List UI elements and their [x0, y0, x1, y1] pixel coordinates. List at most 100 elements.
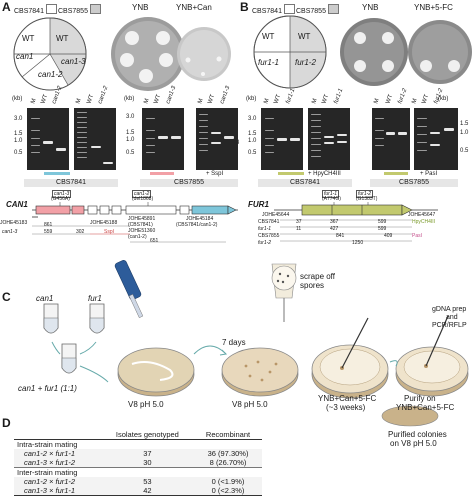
- legend-swatch-grey-b: [327, 4, 339, 14]
- tube-label-can1: can1: [36, 294, 54, 303]
- cell-isolates: 30: [143, 458, 152, 467]
- tube-can1: [43, 303, 59, 334]
- frag-559: 559: [44, 229, 53, 235]
- dish-purified: [381, 405, 439, 427]
- fur-row-0-n2: 367: [330, 219, 339, 225]
- gel-b1: [261, 108, 303, 170]
- scrape-label-2: spores: [300, 281, 325, 290]
- ladder-a1-0: 3.0: [14, 116, 23, 122]
- pie-b-fur11: fur1-1: [258, 58, 279, 67]
- strain-color-cbs7855-a: [150, 172, 174, 175]
- lane-b1-wt: WT: [273, 93, 283, 105]
- cross-name: can1-2 × fur1-2: [24, 477, 76, 486]
- fur-row-0-n1: 37: [296, 219, 302, 225]
- strain-bar-cbs7855-b: CBS7855: [370, 179, 458, 187]
- ladder-a3-1: 1.5: [126, 130, 135, 136]
- dish-v8-2: [221, 347, 299, 397]
- primer-johe45891-note: (CBS7841): [128, 222, 153, 228]
- mut-can12-detail: (del1868): [132, 196, 154, 202]
- plate-ynbcan: [177, 27, 231, 81]
- plate-label-ynbcan: YNB+Can: [176, 3, 212, 12]
- pie-label-can13: can1-3: [61, 57, 86, 66]
- scrape-label-1: scrape off: [300, 272, 335, 281]
- lane-wt-a3: WT: [153, 93, 163, 105]
- legend-swatch-white-b: [283, 4, 295, 14]
- th-isolates: Isolates genotyped: [115, 430, 179, 439]
- ladder-a1-1: 1.5: [14, 131, 23, 137]
- legend-cbs7855-a: CBS7855: [58, 4, 101, 16]
- dish-label-v8-2: V8 pH 5.0: [232, 400, 268, 409]
- cell-recombinant: 0 (<2.3%): [211, 486, 245, 495]
- fur-row-2-n2: 841: [336, 233, 345, 239]
- strain-bar-cbs7841-a: CBS7841: [24, 179, 118, 187]
- fur-row-1-name: fur1-1: [258, 226, 272, 232]
- workflow-diagram: [43, 260, 469, 427]
- dish-label-3a: YNB+Can+5-FC: [318, 394, 377, 403]
- frag-can13: can1-3: [2, 229, 18, 235]
- tube-mix: [61, 343, 77, 374]
- gel-a1: [27, 108, 69, 170]
- gel-a4: [196, 108, 238, 170]
- pipette-icon: [114, 260, 144, 318]
- cross-name: can1-2 × fur1-1: [24, 449, 76, 458]
- ladder-b4-1: 1.0: [460, 130, 469, 136]
- fur-row-3-n2: 1250: [352, 240, 364, 246]
- lane-b4-m: M: [411, 97, 419, 105]
- table-row: can1-3 × fur1-2 30 8 (26.70%): [14, 458, 262, 468]
- tube-label-fur1: fur1: [88, 294, 102, 303]
- strain-bar-cbs7855-a: CBS7855: [140, 179, 238, 187]
- kb-label-a1: (kb): [12, 96, 23, 102]
- plate-label-ynb-b: YNB: [362, 3, 379, 12]
- cell-recombinant: 8 (26.70%): [209, 458, 247, 467]
- cell-recombinant: 0 (<1.9%): [211, 477, 245, 486]
- ladder-a3-3: 0.5: [126, 150, 135, 156]
- fur-row-0-tag: HpyCH4III: [412, 219, 436, 225]
- frag-302: 302: [76, 229, 85, 235]
- lane-m-a4: M: [197, 97, 205, 105]
- pie-b-fur12: fur1-2: [295, 58, 316, 67]
- plates-b: [253, 15, 472, 89]
- lane-b3-wt: WT: [385, 93, 395, 105]
- panel-letter-a: A: [2, 0, 11, 14]
- cross-name: can1-3 × fur1-2: [24, 458, 76, 467]
- tube-label-mix: can1 + fur1 (1:1): [18, 384, 77, 393]
- fur-row-1-n2: 427: [330, 226, 339, 232]
- ladder-a3-0: 3.0: [126, 114, 135, 120]
- primer-johe45891: JOHE45891: [128, 216, 156, 222]
- gel-b2: [308, 108, 350, 170]
- panel-letter-c: C: [2, 290, 11, 304]
- fur-row-0-name: CBS7841: [258, 219, 280, 225]
- strain-color-cbs7855-b: [384, 172, 408, 175]
- pie-b-wt1: WT: [262, 32, 275, 41]
- gene-name-fur1: FUR1: [248, 200, 269, 209]
- fur-row-1-n1: 11: [296, 226, 302, 232]
- mut-fur11-detail: (A774G): [322, 196, 341, 202]
- plate-label-ynb5fc: YNB+5-FC: [414, 3, 453, 12]
- primer-johe51360-note: (can1-2): [128, 234, 147, 240]
- frag-861: 861: [44, 222, 53, 228]
- legend-swatch-white: [45, 4, 57, 14]
- th-cross: [14, 430, 101, 440]
- dish-label-4b: YNB+Can+5-FC: [396, 403, 455, 412]
- dish-label-4a: Purify on: [404, 394, 436, 403]
- section-intra: Intra-strain mating: [17, 440, 78, 449]
- lane-m-a3: M: [143, 97, 151, 105]
- fur-row-0-n3: 599: [378, 219, 387, 225]
- primer-johe51360: JOHE51360: [128, 228, 156, 234]
- fur-row-2-tag: PasI: [412, 233, 423, 239]
- primer-johe45644: JOHE45644: [262, 212, 290, 218]
- fur-row-3-name: fur1-2: [258, 240, 272, 246]
- gel-a2: [74, 108, 116, 170]
- pie-b-wt2: WT: [298, 32, 311, 41]
- plate-label-ynb-a: YNB: [132, 3, 149, 12]
- pie-label-can1: can1: [16, 52, 34, 61]
- spore-magnifier-icon: [271, 263, 297, 322]
- ladder-a3-2: 1.0: [126, 137, 135, 143]
- mut-can13-box: can1-3: [52, 190, 72, 198]
- ladder-b1-1: 1.5: [248, 131, 257, 137]
- gel-a3: [142, 108, 184, 170]
- mut-fur12-detail: (G1383T): [356, 196, 378, 202]
- gene-name-can1: CAN1: [6, 200, 28, 209]
- lane-b4-wt: WT: [421, 93, 431, 105]
- pasi-label: + PasI: [420, 171, 438, 177]
